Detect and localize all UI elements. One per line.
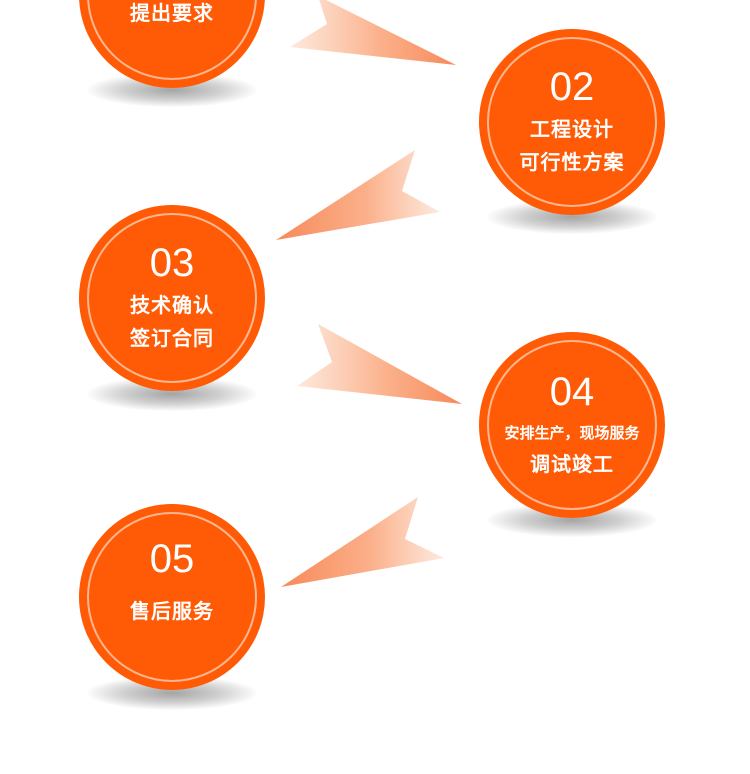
step-4-line-2: 调试竣工 [530, 451, 614, 476]
step-2-line-2: 可行性方案 [519, 150, 625, 174]
arrow-left-down-icon [276, 150, 440, 240]
step-2-ring [487, 37, 657, 207]
step-3-circle: 03 技术确认 签订合同 [79, 205, 265, 391]
step-4-ring [487, 340, 657, 510]
arrow-left-down-icon [281, 497, 444, 587]
arrow-right-down-icon [297, 324, 462, 404]
step-1-circle: 提出要求 [79, 0, 265, 88]
arrow-right-down-icon [290, 0, 456, 65]
step-5-circle: 05 售后服务 [79, 504, 265, 690]
step-1-line-1: 提出要求 [130, 1, 214, 25]
step-4-line-1: 安排生产，现场服务 [504, 423, 640, 442]
step-5-number: 05 [149, 537, 195, 581]
step-3-ring [87, 213, 257, 383]
step-3-number: 03 [149, 241, 195, 285]
step-4-number: 04 [549, 369, 595, 414]
step-5-line-1: 售后服务 [130, 599, 214, 623]
step-5-ring [87, 512, 257, 682]
step-4-circle: 04 安排生产，现场服务 调试竣工 [479, 332, 665, 518]
step-3-line-2: 签订合同 [130, 326, 214, 350]
step-2-circle: 02 工程设计 可行性方案 [479, 29, 665, 215]
step-2-line-1: 工程设计 [530, 117, 614, 141]
step-3-line-1: 技术确认 [130, 293, 214, 317]
step-2-number: 02 [549, 65, 595, 109]
